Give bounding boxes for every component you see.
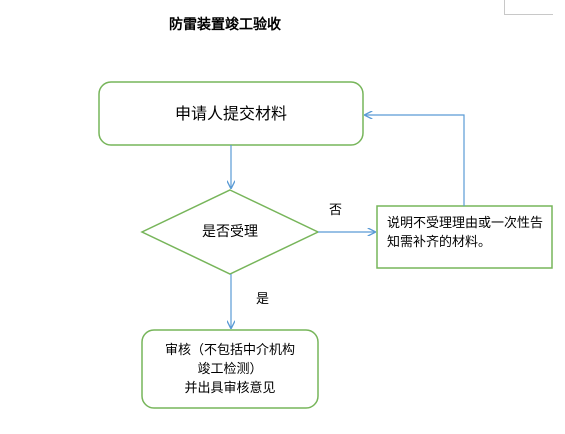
edge-label-no: 否 [329,203,343,218]
review-line-3: 并出具审核意见 [184,380,276,396]
page-title: 防雷装置竣工验收 [169,17,281,33]
start-node-label: 申请人提交材料 [174,104,287,123]
decision-node-label: 是否受理 [202,224,258,240]
review-line-2: 竣工检测） [197,361,263,377]
review-node-label: 审核（不包括中介机构 竣工检测） 并出具审核意见 [142,330,318,408]
reject-node-text: 说明不受理理由或一次性告知需补齐的材料。 [387,216,544,250]
reject-node-label: 说明不受理理由或一次性告知需补齐的材料。 [378,214,552,252]
arrow-reject-to-start [365,115,465,206]
edge-label-yes: 是 [256,292,270,307]
reject-node-shape [376,205,553,269]
review-node-shape [141,329,319,409]
review-line-1: 审核（不包括中介机构 [164,342,295,358]
page-corner-mark [504,0,553,15]
decision-node-shape [140,189,320,275]
